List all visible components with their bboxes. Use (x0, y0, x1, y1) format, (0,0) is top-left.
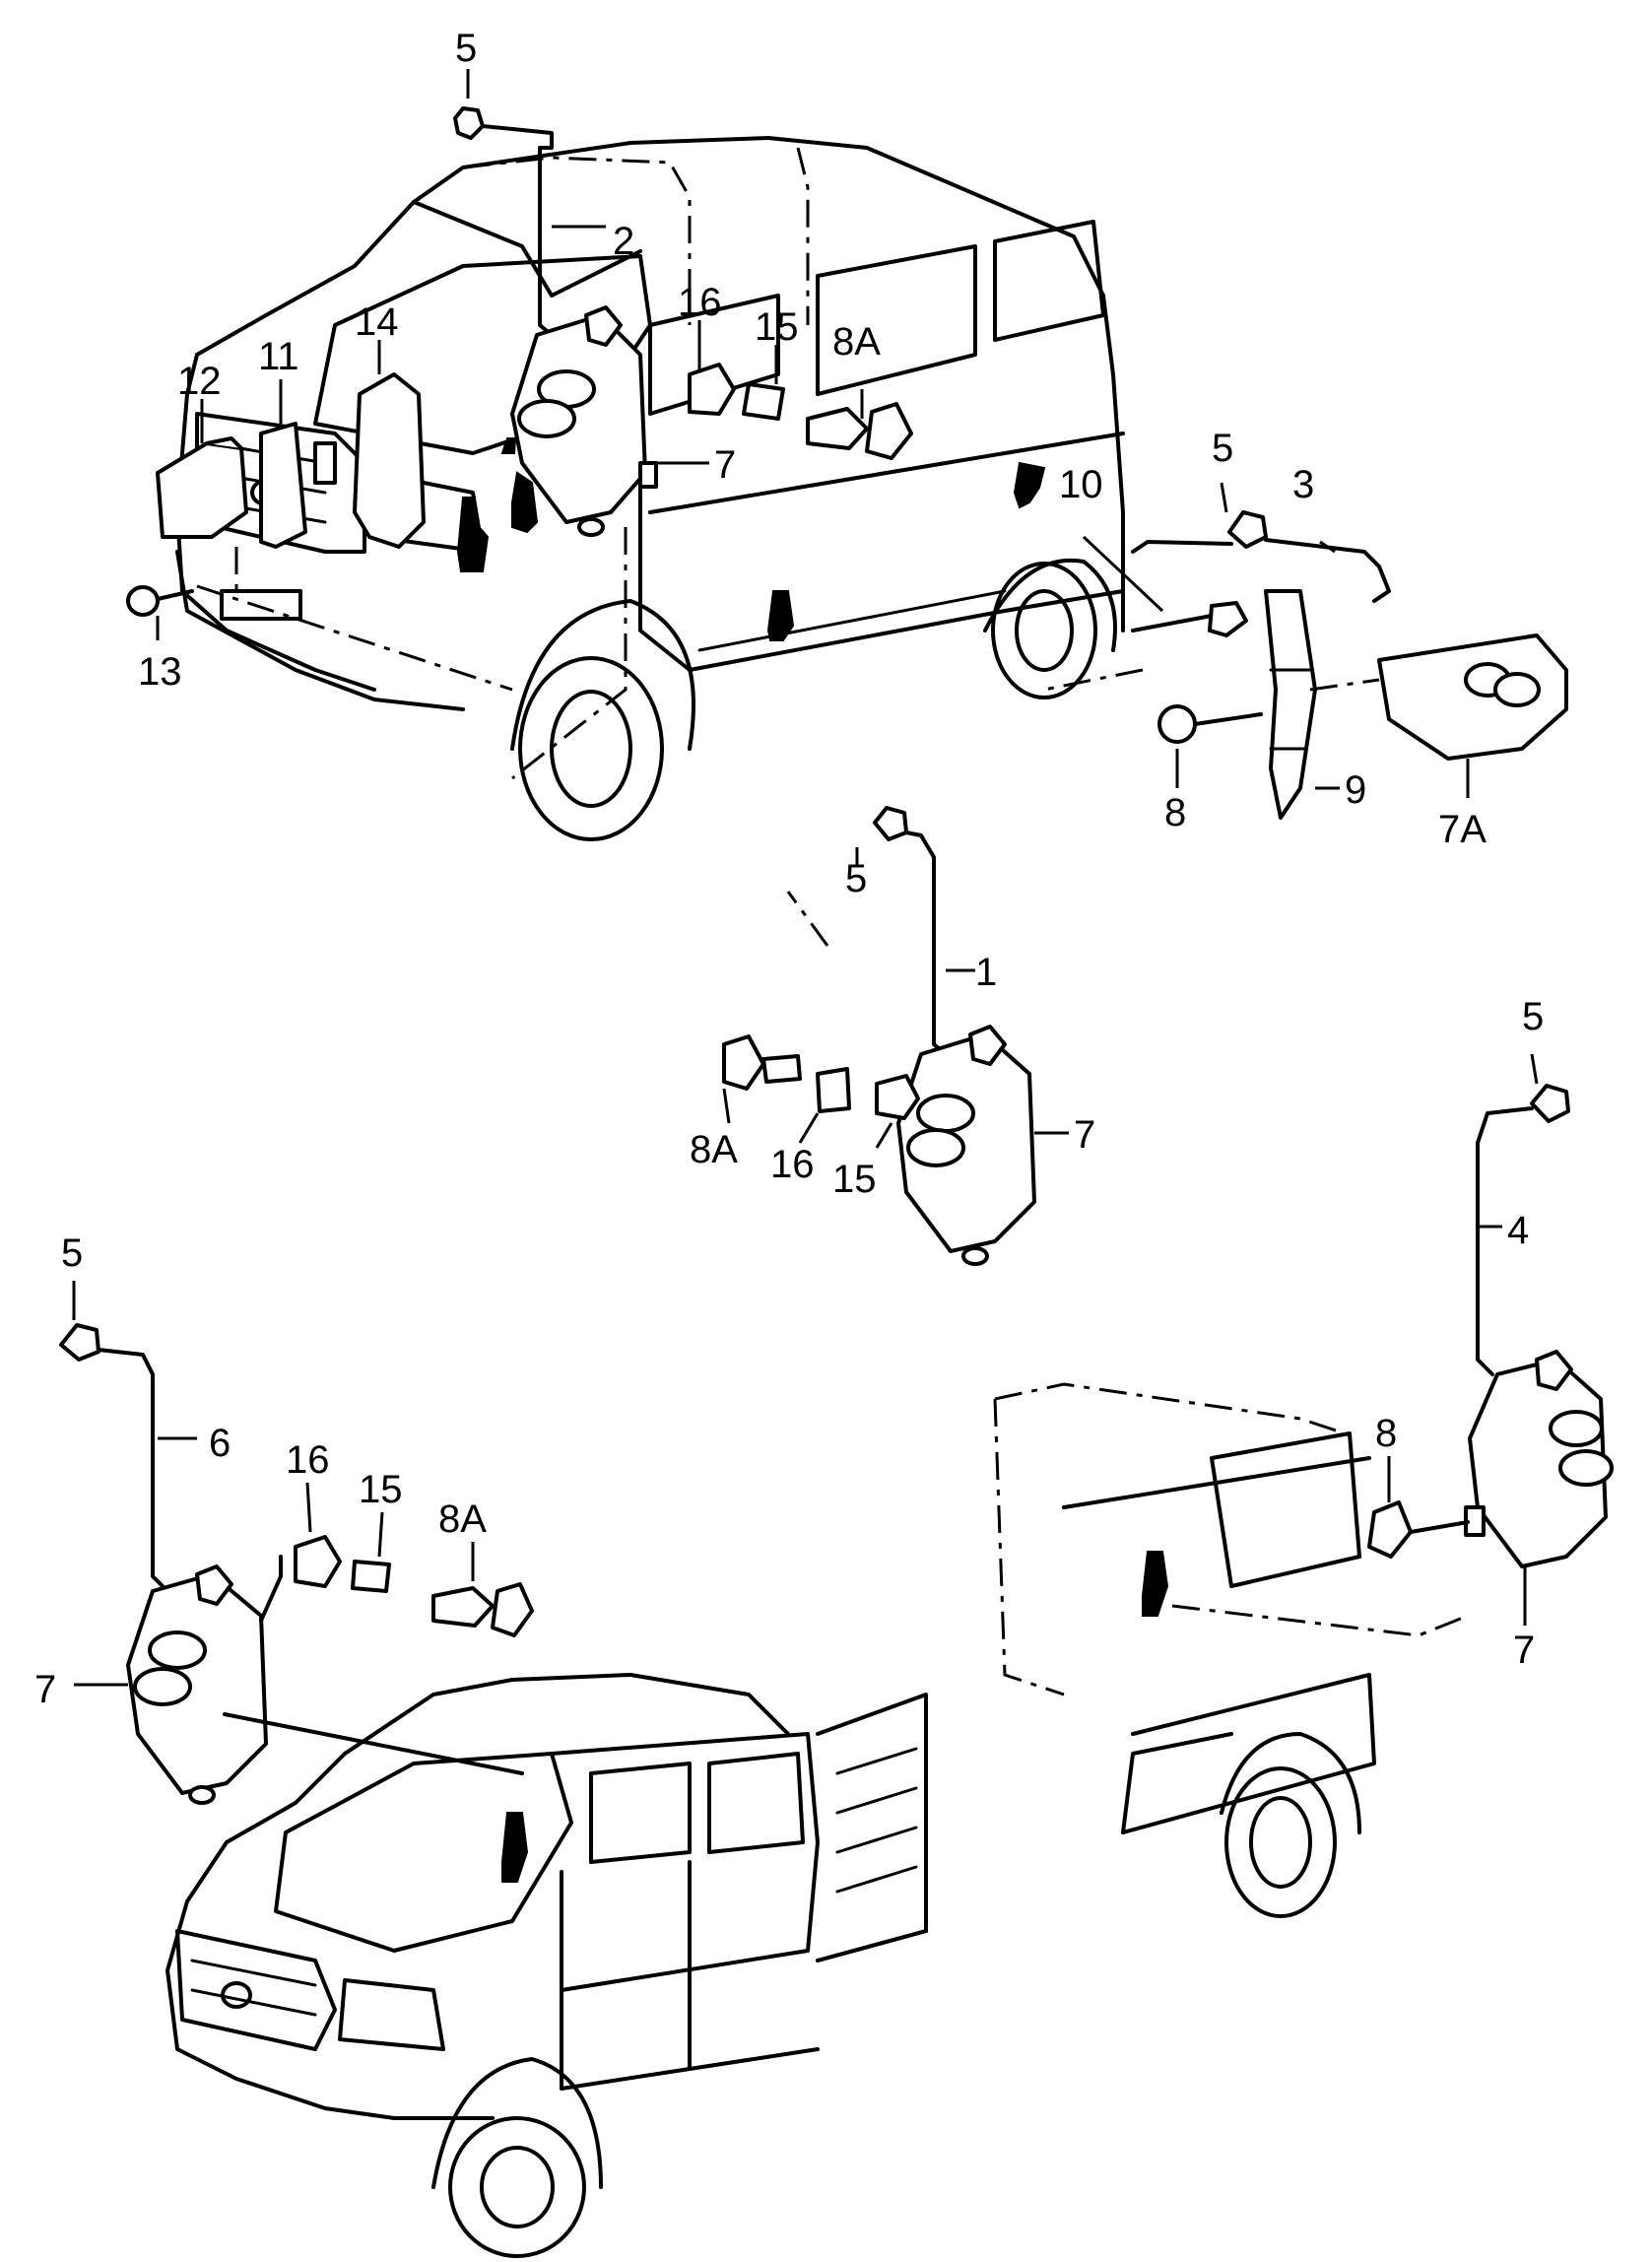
callout-9: 9 (1345, 768, 1366, 812)
callout-7A: 7A (1438, 808, 1487, 851)
callout-4: 4 (1507, 1209, 1529, 1252)
rod-2-assembly (453, 106, 913, 780)
callout-8: 8 (1164, 791, 1186, 834)
callout-10: 10 (1059, 463, 1103, 506)
callout-8A: 8A (690, 1128, 738, 1171)
callout-16: 16 (286, 1438, 330, 1482)
callout-1: 1 (975, 951, 997, 994)
callout-13: 13 (138, 650, 182, 694)
callout-14: 14 (355, 300, 399, 344)
pickup-illustration (165, 1673, 928, 2258)
callout-16: 16 (770, 1143, 815, 1186)
rod-1-assembly (722, 806, 1036, 1266)
callout-7: 7 (1513, 1629, 1535, 1672)
callout-5: 5 (1212, 427, 1233, 470)
callout-8: 8 (1375, 1412, 1397, 1455)
callout-7: 7 (714, 443, 736, 487)
rear-actuator-group (1043, 510, 1568, 820)
callout-15: 15 (832, 1158, 877, 1201)
callout-15: 15 (755, 305, 799, 349)
interior-switch-group (126, 372, 513, 692)
rod-4-assembly (1367, 1084, 1614, 1568)
callout-15: 15 (359, 1468, 403, 1511)
callout-11: 11 (258, 335, 299, 378)
callout-8A: 8A (832, 320, 881, 364)
rear-van-illustration (993, 1382, 1469, 1918)
callout-6: 6 (209, 1422, 231, 1465)
leader-lines (72, 69, 1539, 1687)
callout-7: 7 (34, 1668, 56, 1711)
van-illustration (175, 136, 1125, 841)
callout-7: 7 (1074, 1113, 1095, 1157)
rod-6-assembly (59, 1323, 534, 1805)
callout-2: 2 (613, 220, 634, 263)
callout-labels: 5 2 16 15 8A 12 11 14 7 13 10 5 3 8 9 7A… (34, 27, 1544, 1711)
callout-5: 5 (1522, 995, 1544, 1038)
callout-8A: 8A (438, 1497, 487, 1541)
callout-3: 3 (1292, 463, 1314, 506)
callout-5: 5 (61, 1231, 83, 1275)
callout-5: 5 (455, 27, 477, 70)
callout-5: 5 (845, 857, 867, 900)
callout-16: 16 (678, 281, 722, 324)
callout-12: 12 (177, 360, 222, 403)
